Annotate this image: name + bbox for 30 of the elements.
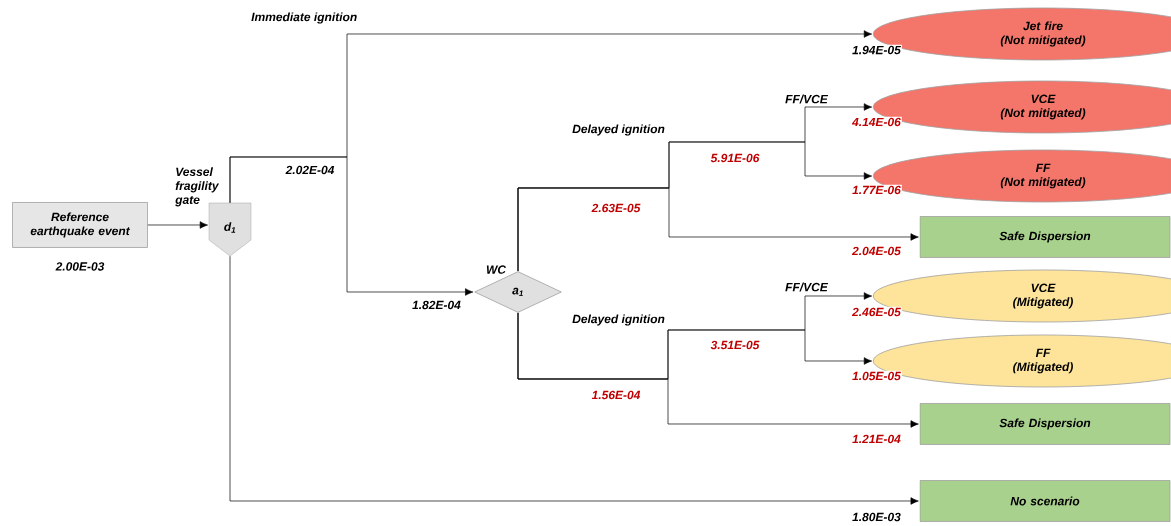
branch-label: FF/VCE xyxy=(785,94,829,104)
arrow xyxy=(229,156,474,296)
edge-label: 4.14E-06 xyxy=(851,116,902,128)
edge-label: 1.05E-05 xyxy=(851,370,902,382)
branch-label: 5.91E-06 xyxy=(710,153,760,163)
branch-label: Delayed ignition xyxy=(572,314,665,326)
branch-label: Immediate ignition xyxy=(251,12,357,24)
arrow xyxy=(517,312,919,428)
branch-label: 2.02E-04 xyxy=(285,165,335,175)
event-frequency: 2.00E-03 xyxy=(55,262,105,271)
gate-label: WC xyxy=(486,265,507,274)
outcome-box: Safe Dispersion xyxy=(919,403,1171,445)
branch-label: 1.56E-04 xyxy=(591,390,641,400)
edge-label: 1.82E-04 xyxy=(411,299,462,311)
branch-label: 2.63E-05 xyxy=(591,203,641,213)
arrow xyxy=(229,255,919,505)
edge-label: 1.21E-04 xyxy=(851,433,902,445)
edge-label: 1.80E-03 xyxy=(851,511,902,523)
edge-label: 2.04E-05 xyxy=(851,245,902,257)
outcome-box: Safe Dispersion xyxy=(919,216,1171,258)
edge-label: 2.46E-05 xyxy=(851,306,902,318)
arrow xyxy=(147,221,208,229)
edge-label: 1.94E-05 xyxy=(851,44,902,56)
edge-label: 1.77E-06 xyxy=(851,184,902,196)
event-box: Reference earthquake event xyxy=(12,202,148,248)
arrow xyxy=(517,187,919,272)
branch-label: Delayed ignition xyxy=(572,124,665,136)
branch-label: FF/VCE xyxy=(785,282,829,292)
branch-label: 3.51E-05 xyxy=(710,340,760,350)
outcome-box: No scenario xyxy=(919,480,1171,522)
